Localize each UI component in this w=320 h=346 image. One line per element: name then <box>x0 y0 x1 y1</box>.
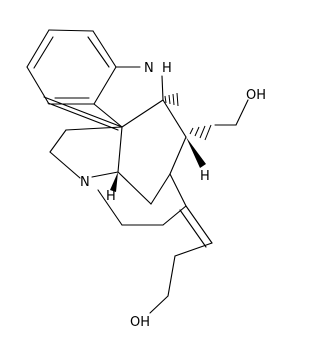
cage-skeleton <box>91 99 187 226</box>
h-stereo-b-label: H <box>106 189 116 204</box>
wedge-bond-n <box>110 172 118 192</box>
ethylidene-chain <box>149 205 213 314</box>
h-stereo-a-label: H <box>200 169 210 184</box>
nh-label: N <box>144 61 154 76</box>
indoline-ring <box>93 66 164 128</box>
wedge-bond-h <box>186 137 206 168</box>
n-label: N <box>80 175 90 190</box>
oh-bottom-label: OH <box>130 315 150 330</box>
hashed-bond-ch2oh-top <box>189 124 212 141</box>
nh-hydrogen-label: H <box>162 61 172 76</box>
hashed-bond-c2 <box>164 92 179 107</box>
pyrrolidine-ring <box>49 126 123 179</box>
exocyclic-alkene-bond <box>43 96 123 131</box>
oh-top-label: OH <box>246 88 266 103</box>
molecule-structure-diagram: N H N OH <box>26 29 266 330</box>
benzene-ring <box>26 29 117 105</box>
